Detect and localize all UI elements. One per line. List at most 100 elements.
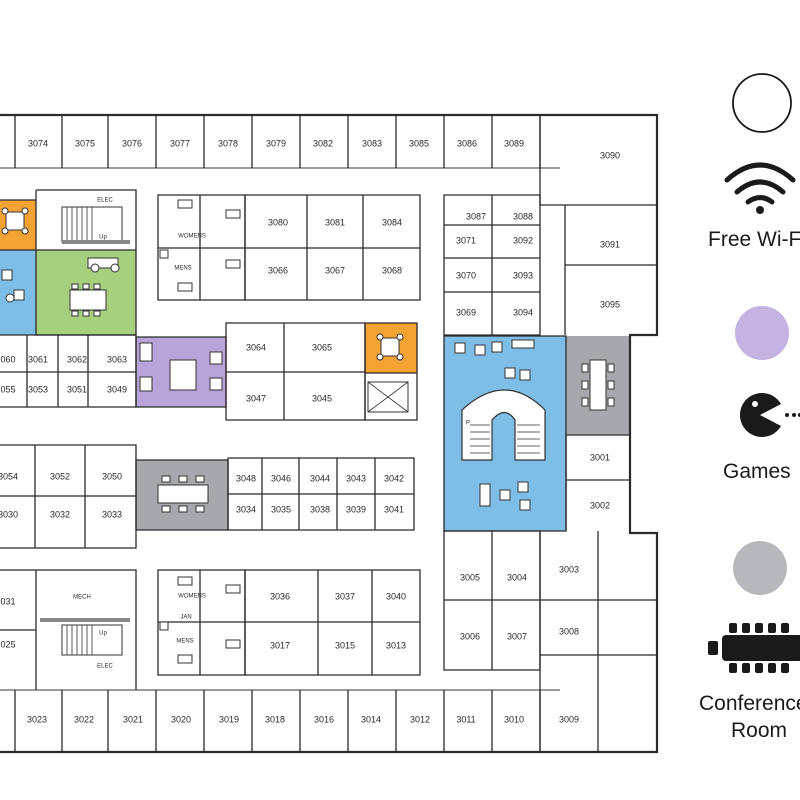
kitchen-table-center xyxy=(376,333,404,361)
room-3052[interactable]: 3052 xyxy=(50,471,70,481)
room-3070[interactable]: 3070 xyxy=(456,270,476,280)
elec-label-lower: ELEC xyxy=(97,664,113,670)
room-3067[interactable]: 3067 xyxy=(325,265,345,275)
mens-label-lower: MENS xyxy=(176,639,193,645)
room-3007[interactable]: 3007 xyxy=(507,631,527,641)
room-3090[interactable]: 3090 xyxy=(600,150,620,160)
room-3068[interactable]: 3068 xyxy=(382,265,402,275)
room-3034[interactable]: 3034 xyxy=(236,504,256,514)
stair-south xyxy=(40,618,130,656)
room-3078[interactable]: 3078 xyxy=(218,138,238,148)
room-3053[interactable]: 3053 xyxy=(28,384,48,394)
room-3001[interactable]: 3001 xyxy=(590,452,610,462)
room-3031[interactable]: 031 xyxy=(0,596,15,606)
room-3055[interactable]: 055 xyxy=(0,384,15,394)
p-label: P xyxy=(466,421,470,427)
conference-swatch-icon xyxy=(733,541,787,595)
restroom-fixtures xyxy=(159,199,241,664)
zones xyxy=(0,200,630,531)
room-3062[interactable]: 3062 xyxy=(67,354,87,364)
room-3071[interactable]: 3071 xyxy=(456,235,476,245)
room-3033[interactable]: 3033 xyxy=(102,509,122,519)
room-3019[interactable]: 3019 xyxy=(219,714,239,724)
room-3084[interactable]: 3084 xyxy=(382,217,402,227)
room-3065[interactable]: 3065 xyxy=(312,342,332,352)
room-3061[interactable]: 3061 xyxy=(28,354,48,364)
room-3015[interactable]: 3015 xyxy=(335,640,355,650)
room-labels: 3074 3075 3076 3077 3078 3079 3082 3083 … xyxy=(0,138,620,724)
womens-label: WOMENS xyxy=(178,234,206,240)
room-3046[interactable]: 3046 xyxy=(271,473,291,483)
room-3043[interactable]: 3043 xyxy=(346,473,366,483)
room-3016[interactable]: 3016 xyxy=(314,714,334,724)
room-3094[interactable]: 3094 xyxy=(513,307,533,317)
room-3079[interactable]: 3079 xyxy=(266,138,286,148)
room-3085[interactable]: 3085 xyxy=(409,138,429,148)
room-3048[interactable]: 3048 xyxy=(236,473,256,483)
room-3020[interactable]: 3020 xyxy=(171,714,191,724)
room-3006[interactable]: 3006 xyxy=(460,631,480,641)
room-3083[interactable]: 3083 xyxy=(362,138,382,148)
room-3039[interactable]: 3039 xyxy=(346,504,366,514)
room-3018[interactable]: 3018 xyxy=(265,714,285,724)
room-3038[interactable]: 3038 xyxy=(310,504,330,514)
room-3021[interactable]: 3021 xyxy=(123,714,143,724)
room-3080[interactable]: 3080 xyxy=(268,217,288,227)
room-3011[interactable]: 3011 xyxy=(456,714,475,724)
games-legend-label: Games xyxy=(723,460,791,483)
room-3050[interactable]: 3050 xyxy=(102,471,122,481)
room-3045[interactable]: 3045 xyxy=(312,393,332,403)
room-3042[interactable]: 3042 xyxy=(384,473,404,483)
room-3030[interactable]: 3030 xyxy=(0,509,18,519)
room-3009[interactable]: 3009 xyxy=(559,714,579,724)
room-3091[interactable]: 3091 xyxy=(600,239,620,249)
room-3003[interactable]: 3003 xyxy=(559,564,579,574)
room-3087[interactable]: 3087 xyxy=(466,211,486,221)
room-3075[interactable]: 3075 xyxy=(75,138,95,148)
room-3089[interactable]: 3089 xyxy=(504,138,524,148)
room-3047[interactable]: 3047 xyxy=(246,393,266,403)
room-3086[interactable]: 3086 xyxy=(457,138,477,148)
room-3060[interactable]: 060 xyxy=(0,354,15,364)
room-3032[interactable]: 3032 xyxy=(50,509,70,519)
available-swatch-icon xyxy=(732,73,792,133)
room-3063[interactable]: 3063 xyxy=(107,354,127,364)
room-3005[interactable]: 3005 xyxy=(460,572,480,582)
room-3081[interactable]: 3081 xyxy=(325,217,345,227)
room-3077[interactable]: 3077 xyxy=(170,138,190,148)
room-3088[interactable]: 3088 xyxy=(513,211,533,221)
room-3013[interactable]: 3013 xyxy=(386,640,406,650)
room-3069[interactable]: 3069 xyxy=(456,307,476,317)
room-3092[interactable]: 3092 xyxy=(513,235,533,245)
conference-table-icon xyxy=(708,623,800,673)
room-3076[interactable]: 3076 xyxy=(122,138,142,148)
room-3022[interactable]: 3022 xyxy=(74,714,94,724)
room-3064[interactable]: 3064 xyxy=(246,342,266,352)
room-3041[interactable]: 3041 xyxy=(384,504,404,514)
room-3040[interactable]: 3040 xyxy=(386,591,406,601)
room-3035[interactable]: 3035 xyxy=(271,504,291,514)
room-3049[interactable]: 3049 xyxy=(107,384,127,394)
stair-north xyxy=(61,206,130,244)
room-3095[interactable]: 3095 xyxy=(600,299,620,309)
room-3023[interactable]: 3023 xyxy=(27,714,47,724)
room-3010[interactable]: 3010 xyxy=(504,714,524,724)
room-3036[interactable]: 3036 xyxy=(270,591,290,601)
room-3002[interactable]: 3002 xyxy=(590,500,610,510)
room-3044[interactable]: 3044 xyxy=(310,473,330,483)
room-3066[interactable]: 3066 xyxy=(268,265,288,275)
room-3017[interactable]: 3017 xyxy=(270,640,290,650)
room-3093[interactable]: 3093 xyxy=(513,270,533,280)
pacman-icon xyxy=(739,393,800,437)
room-3012[interactable]: 3012 xyxy=(410,714,430,724)
room-3051[interactable]: 3051 xyxy=(67,384,87,394)
room-3004[interactable]: 3004 xyxy=(507,572,527,582)
room-3074[interactable]: 3074 xyxy=(28,138,48,148)
room-3082[interactable]: 3082 xyxy=(313,138,333,148)
room-3054[interactable]: 3054 xyxy=(0,471,18,481)
room-3014[interactable]: 3014 xyxy=(361,714,381,724)
conference-legend-label: Conference Room xyxy=(699,692,800,742)
room-3008[interactable]: 3008 xyxy=(559,626,579,636)
room-3037[interactable]: 3037 xyxy=(335,591,355,601)
room-3025[interactable]: 025 xyxy=(0,639,15,649)
